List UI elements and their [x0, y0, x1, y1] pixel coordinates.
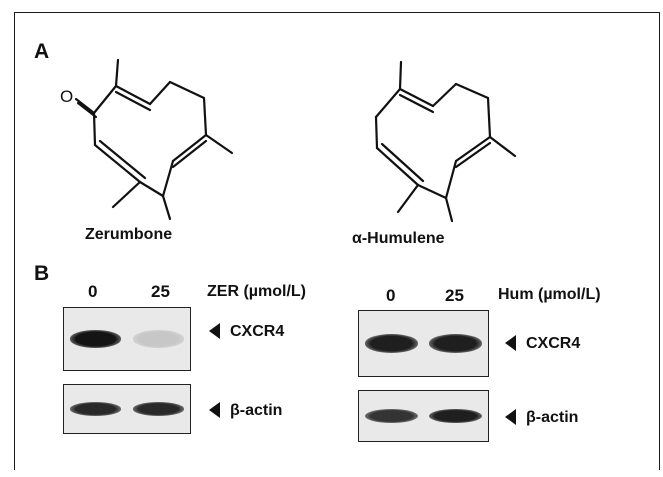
- left-actin-blot: [63, 384, 191, 434]
- left-actin-label: β-actin: [230, 402, 283, 419]
- left-cxcr4-label: CXCR4: [230, 323, 285, 340]
- blot-band: [364, 334, 418, 353]
- right-cxcr4-blot: [358, 310, 489, 377]
- blot-band: [429, 334, 483, 353]
- blot-band: [132, 330, 185, 348]
- frame-left-border: [14, 12, 15, 470]
- left-cxcr4-arrow-icon: [209, 323, 220, 339]
- blot-band: [429, 409, 483, 423]
- right-lane-label-0: 0: [386, 286, 396, 305]
- left-treatment-label: ZER (µmol/L): [207, 283, 306, 300]
- left-lane-label-0: 0: [88, 282, 98, 301]
- blot-band: [69, 330, 122, 348]
- right-cxcr4-arrow-icon: [505, 335, 516, 351]
- right-actin-blot: [358, 390, 489, 442]
- humulene-name: α-Humulene: [352, 230, 445, 247]
- blot-band: [69, 402, 122, 416]
- frame-right-border: [659, 12, 660, 470]
- right-lane-label-25: 25: [445, 286, 464, 305]
- left-cxcr4-blot: [63, 307, 191, 371]
- blot-band: [132, 402, 185, 416]
- right-treatment-label: Hum (µmol/L): [498, 286, 601, 303]
- right-actin-label: β-actin: [526, 409, 579, 426]
- panel-b-label: B: [34, 262, 50, 285]
- left-actin-arrow-icon: [209, 402, 220, 418]
- oxygen-atom-label: O: [60, 87, 74, 106]
- blot-band: [364, 409, 418, 423]
- zerumbone-name: Zerumbone: [85, 226, 173, 243]
- panel-a-label: A: [34, 40, 50, 63]
- right-cxcr4-label: CXCR4: [526, 335, 581, 352]
- frame-top-border: [14, 12, 660, 13]
- right-actin-arrow-icon: [505, 409, 516, 425]
- left-lane-label-25: 25: [151, 282, 170, 301]
